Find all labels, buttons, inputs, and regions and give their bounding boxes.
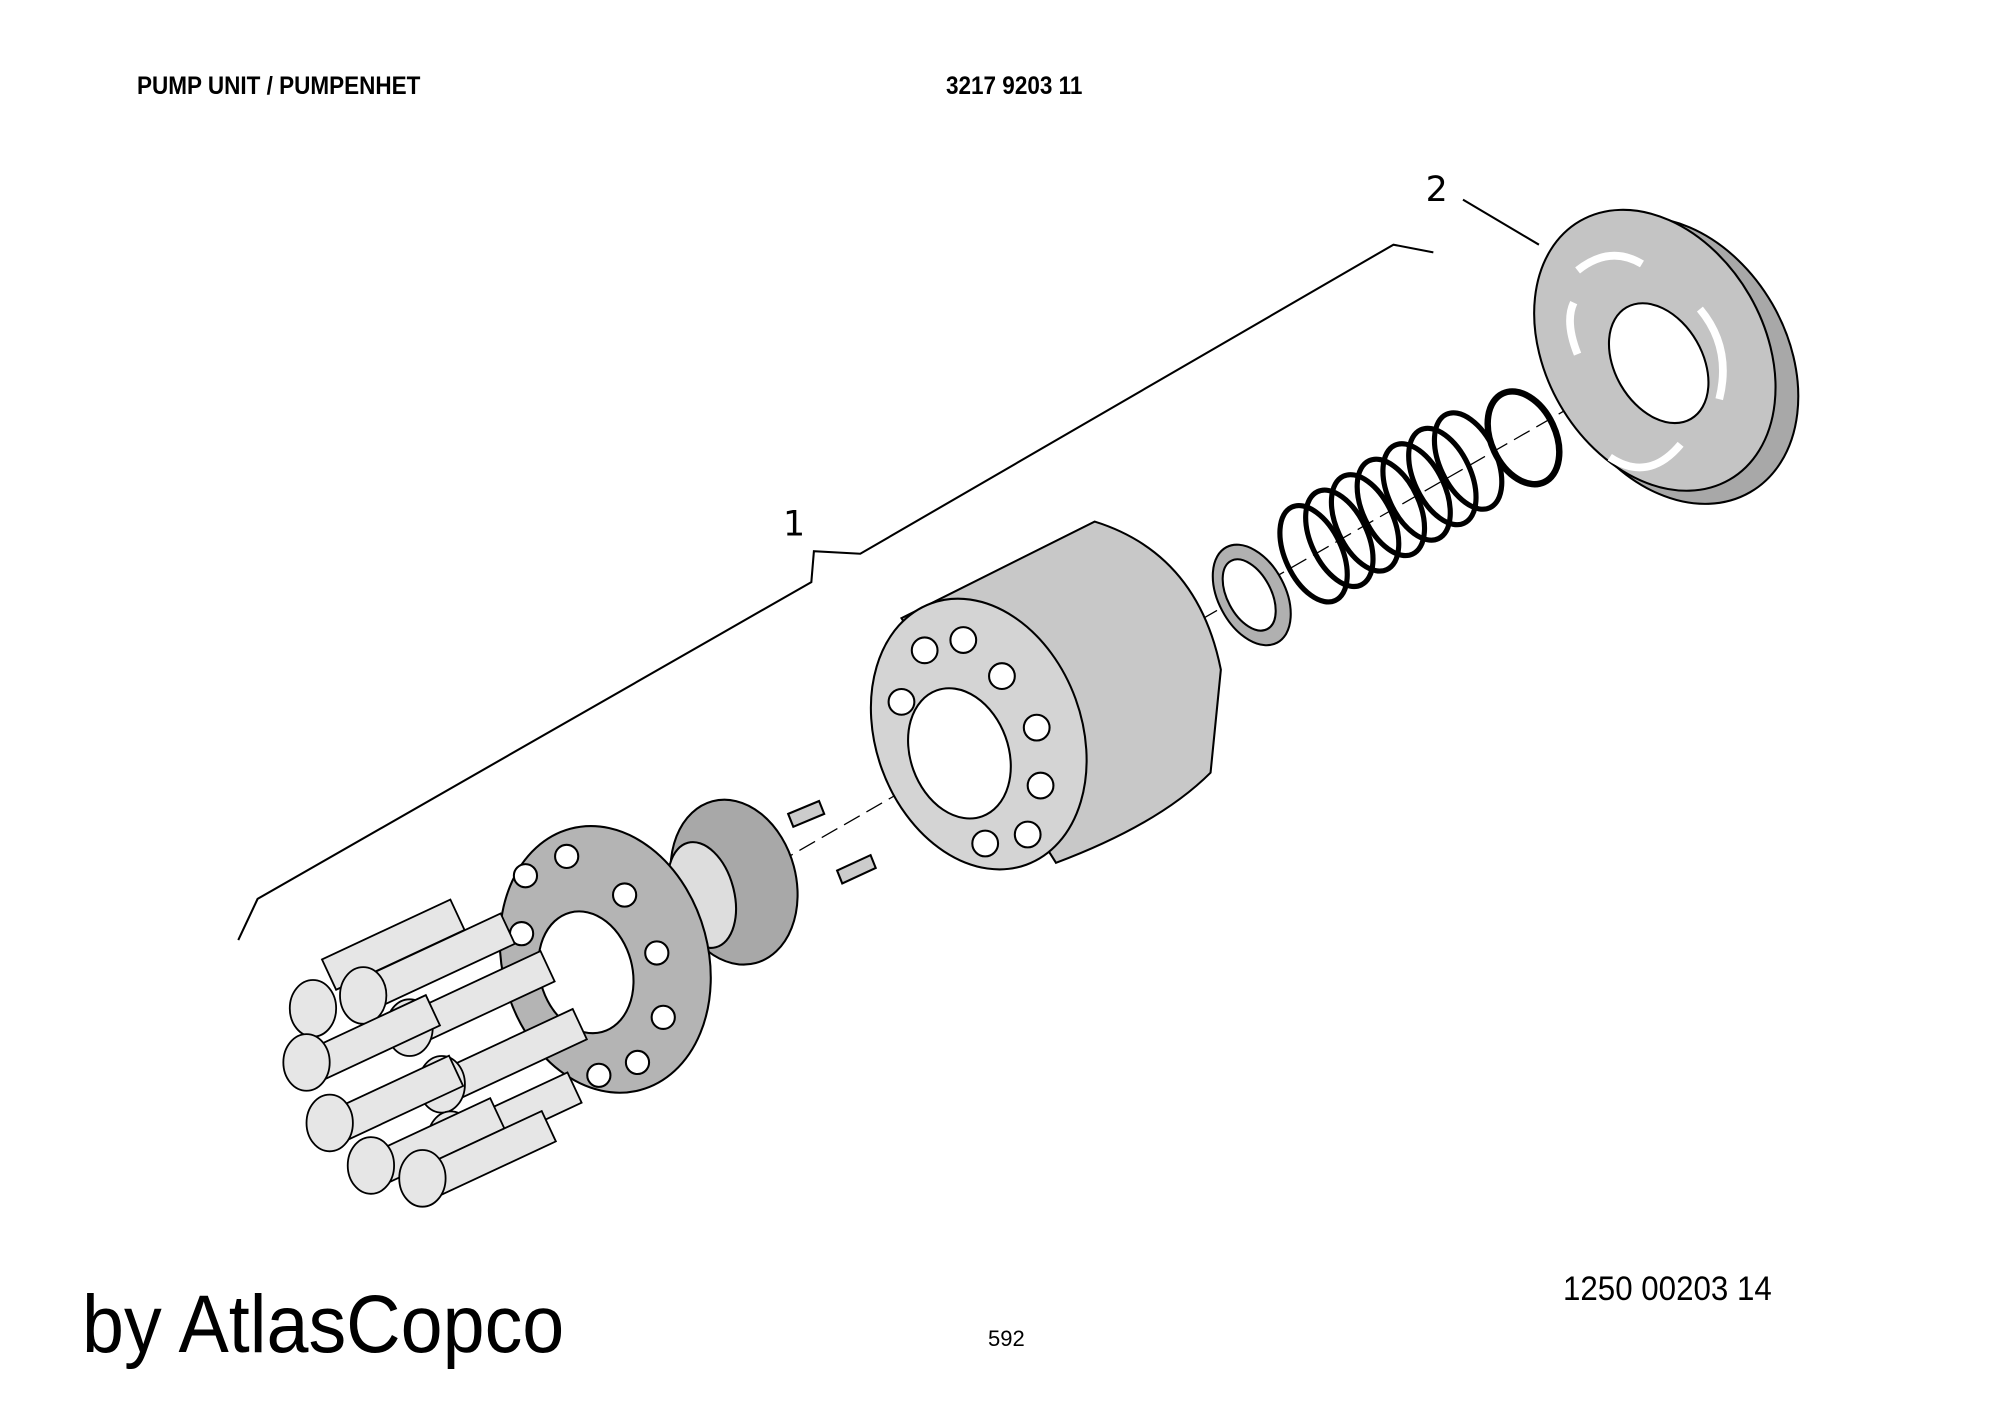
callout-2-label: 2 [1426,170,1448,210]
drawing-number: 1250 00203 14 [1563,1270,1772,1308]
callout-2-leader [1462,198,1540,246]
page-title: PUMP UNIT / PUMPENHET [137,72,421,100]
cylinder-block [869,520,1222,871]
page-number: 592 [988,1326,1025,1351]
callout-1-label: 1 [783,505,805,545]
callout-1-bracket [237,243,1434,941]
atlas-copco-logo-text: by AtlasCopco [82,1279,565,1370]
valve-plate [1533,208,1800,505]
pistons [282,898,589,1208]
spring [1277,410,1505,605]
pins [786,799,878,885]
washer [1211,543,1292,647]
part-number: 3217 9203 11 [946,72,1083,100]
